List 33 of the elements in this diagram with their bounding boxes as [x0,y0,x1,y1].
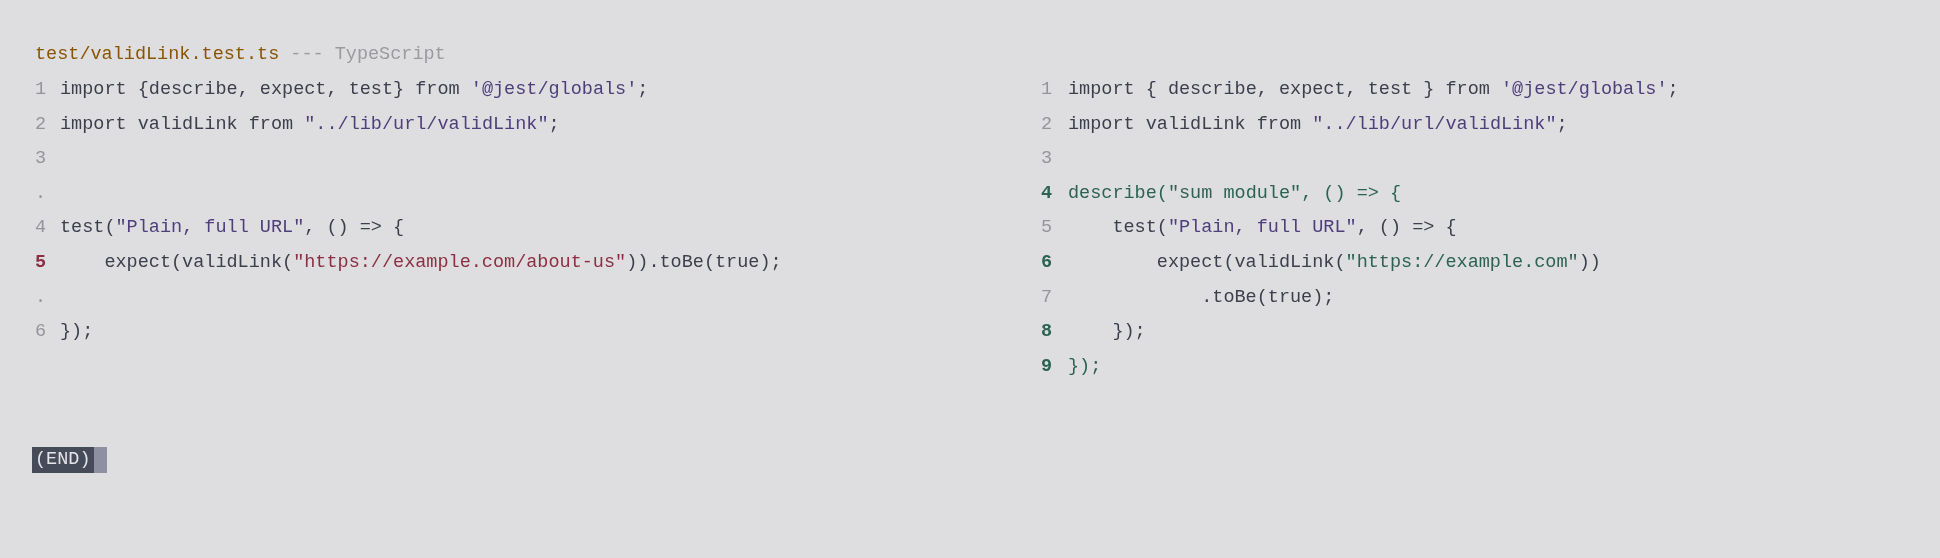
file-type: --- TypeScript [290,43,446,67]
code-line: }); [1068,354,1102,379]
code-line: import validLink from "../lib/url/validLink"; [1068,112,1568,137]
line-number: 2 [1041,112,1053,137]
code-line: import {describe, expect, test} from '@jest/globals'; [60,78,649,102]
line-number: 5 [1041,216,1053,241]
line-number: 9 [1041,354,1053,379]
code-line: expect(validLink("https://example.com/about-us")).toBe(true); [104,251,782,275]
line-number: 6 [1041,251,1053,275]
line-number: . [35,181,47,206]
code-line: test("Plain, full URL", () => { [1112,216,1457,241]
end-marker: (END) [32,447,107,473]
line-number: 4 [1041,181,1053,206]
line-number: 4 [35,216,47,241]
code-line: }); [1112,320,1146,345]
file-name: test/validLink.test.ts [35,43,280,67]
code-line: expect(validLink("https://example.com")) [1156,251,1601,275]
line-number: 5 [35,251,47,275]
code-line: describe("sum module", () => { [1068,181,1402,206]
code-line: import { describe, expect, test } from '@jest/globals'; [1068,78,1679,102]
line-number: 6 [35,320,47,345]
line-number: 3 [35,147,47,172]
line-number: 1 [1041,78,1053,102]
line-number: 8 [1041,320,1053,345]
code-line: .toBe(true); [1201,285,1335,310]
line-number: 7 [1041,285,1053,310]
line-number: 3 [1041,147,1053,172]
line-number: 2 [35,112,47,137]
line-number: . [35,285,47,310]
code-line: }); [60,320,94,345]
line-number: 1 [35,78,47,102]
code-line: import validLink from "../lib/url/validLink"; [60,112,560,137]
code-line: test("Plain, full URL", () => { [60,216,405,241]
